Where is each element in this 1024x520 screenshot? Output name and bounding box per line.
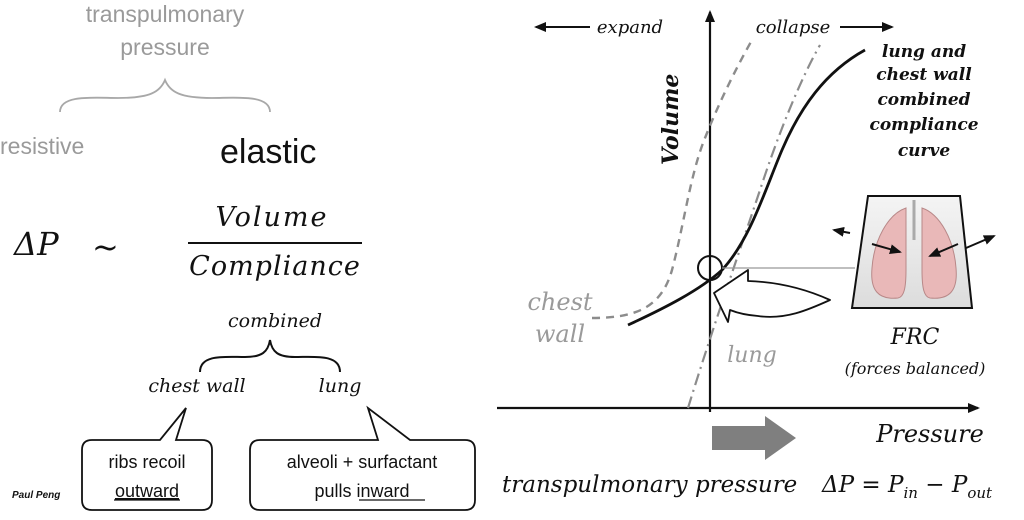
callout-alveoli-line2-underlined: inward bbox=[357, 481, 410, 501]
callout-ribs-line1: ribs recoil bbox=[108, 452, 185, 472]
callout-alveoli-line2: pulls inward bbox=[314, 481, 409, 501]
callout-alveoli-line1: alveoli + surfactant bbox=[287, 452, 438, 472]
lung-label-left: lung bbox=[319, 375, 362, 397]
curved-pointer-arrow bbox=[713, 269, 831, 323]
combined-label-line2: chest wall bbox=[876, 65, 972, 85]
author-credit: Paul Peng bbox=[12, 490, 60, 501]
combined-label-line3: combined bbox=[877, 90, 970, 110]
chest-wall-curve-label-line1: chest bbox=[527, 288, 592, 316]
top-brace bbox=[59, 77, 271, 113]
combined-label-line5: curve bbox=[898, 141, 951, 161]
combined-curve-label: lung and chest wall combined compliance … bbox=[869, 42, 978, 161]
formula-main: ΔP = P bbox=[821, 472, 904, 498]
inward-arrow-left bbox=[871, 243, 902, 255]
callout-ribs bbox=[81, 407, 213, 511]
pressure-axis-label: Pressure bbox=[875, 420, 984, 448]
tilde-symbol: ~ bbox=[92, 228, 119, 266]
lung-curve-label: lung bbox=[727, 343, 776, 368]
chest-wall-curve bbox=[591, 39, 754, 320]
thorax-illustration bbox=[832, 195, 996, 309]
transpulmonary-pressure-label: transpulmonary pressure bbox=[502, 472, 797, 498]
callout-alveoli-line2-prefix: pulls bbox=[314, 481, 356, 501]
outward-arrow-left bbox=[832, 226, 851, 237]
combined-label-line4: compliance bbox=[869, 115, 978, 135]
forces-balanced-label: (forces balanced) bbox=[845, 359, 986, 378]
combined-label: combined bbox=[228, 310, 322, 332]
combined-brace bbox=[199, 339, 341, 373]
lung-curve bbox=[686, 44, 821, 409]
frc-label: FRC bbox=[890, 325, 940, 350]
resistive-label: resistive bbox=[0, 133, 84, 159]
callout-alveoli bbox=[249, 405, 476, 511]
transpulmonary-direction-arrow bbox=[712, 416, 796, 460]
formula-sub-out: out bbox=[967, 484, 993, 502]
delta-p-symbol: ΔP bbox=[12, 225, 59, 263]
outward-arrow-right bbox=[965, 235, 996, 249]
fraction-numerator: Volume bbox=[216, 202, 329, 233]
elastic-label: elastic bbox=[220, 133, 316, 171]
fraction-denominator: Compliance bbox=[189, 251, 361, 282]
transpulmonary-label-line1: transpulmonary bbox=[86, 1, 245, 27]
formula-sub-in: in bbox=[903, 484, 917, 502]
expand-label: expand bbox=[597, 17, 663, 38]
combined-compliance-curve bbox=[627, 48, 866, 327]
inward-arrow-right bbox=[928, 243, 959, 257]
compliance-graph: expand collapse Volume lung and chest wa… bbox=[497, 10, 996, 502]
left-panel: transpulmonary pressure resistive elasti… bbox=[0, 1, 476, 511]
chest-wall-curve-label-line2: wall bbox=[535, 320, 585, 348]
formula-minus: − P bbox=[918, 472, 968, 498]
left-lung-shape bbox=[871, 207, 907, 299]
transpulmonary-label-line2: pressure bbox=[120, 34, 209, 60]
callout-ribs-line2: outward bbox=[115, 481, 179, 501]
pressure-formula: ΔP = Pin − Pout bbox=[821, 472, 993, 502]
volume-axis-label: Volume bbox=[658, 74, 684, 165]
collapse-label: collapse bbox=[756, 17, 831, 38]
combined-label-line1: lung and bbox=[882, 42, 966, 62]
chest-wall-label: chest wall bbox=[148, 375, 245, 397]
